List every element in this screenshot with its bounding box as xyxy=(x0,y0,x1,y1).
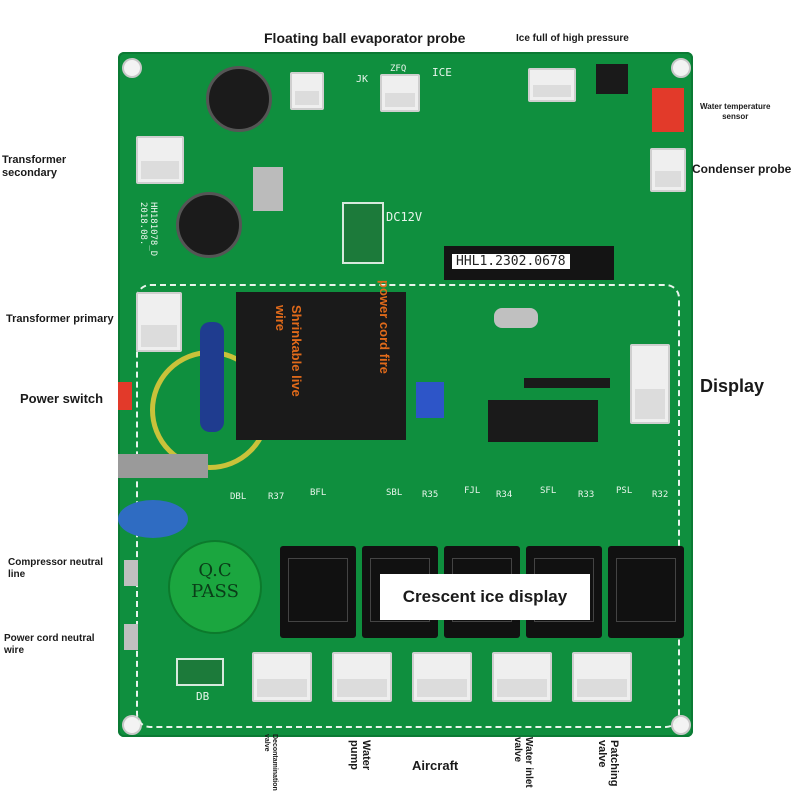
label-compressor-neutral: Compressor neutral line xyxy=(8,557,104,580)
connector-aircraft xyxy=(412,652,472,702)
silk-r34: R34 xyxy=(496,490,513,500)
mount-hole xyxy=(122,58,142,78)
connector-condenser xyxy=(650,148,686,192)
silk-jk: JK xyxy=(356,74,369,85)
microcontroller: HHL1.2302.0678 xyxy=(444,246,614,280)
relay-1 xyxy=(280,546,356,638)
silk-db: DB xyxy=(196,690,210,703)
fuse xyxy=(200,322,224,432)
silk-sbl: SBL xyxy=(386,488,403,498)
terminal-power-neutral xyxy=(124,624,138,650)
label-power-cord-neutral: Power cord neutral wire xyxy=(4,633,95,656)
connector-zfq xyxy=(380,74,420,112)
connector-decontamination-valve xyxy=(252,652,312,702)
label-water-temperature: Water temperature sensor xyxy=(700,102,771,121)
relay-5 xyxy=(608,546,684,638)
connector-transformer-secondary xyxy=(136,136,184,184)
label-crescent-ice-display: Crescent ice display xyxy=(380,574,590,620)
mount-hole xyxy=(671,58,691,78)
silk-zfq: ZFQ xyxy=(390,64,407,74)
label-water-inlet-valve: Water inlet valve xyxy=(512,737,534,788)
jumper-blue xyxy=(416,382,444,418)
label-shrinkable-live-wire: Shrinkable live wire xyxy=(273,305,304,397)
power-switch-connector xyxy=(118,382,132,410)
connector-display xyxy=(630,344,670,424)
capacitor xyxy=(176,192,242,258)
label-water-pump: Water pump xyxy=(348,740,372,771)
circuit-board: DC12V HHL1.2302.0678 Q.C PASS DBL R37 BF… xyxy=(118,52,693,737)
silk-dbl: DBL xyxy=(230,492,247,502)
wire-bracket xyxy=(118,454,208,478)
silk-bfl: BFL xyxy=(310,488,327,498)
main-relay xyxy=(236,292,406,440)
silk-fjl: FJL xyxy=(464,486,481,496)
silk-r32: R32 xyxy=(652,490,669,500)
silk-model: HH181078_D 2018.08. xyxy=(138,202,158,257)
qc-pass-sticker: Q.C PASS xyxy=(168,540,262,634)
silk-psl: PSL xyxy=(616,486,633,496)
voltage-regulator xyxy=(253,167,283,211)
qc-line-1: Q.C xyxy=(198,560,232,581)
connector-patching-valve xyxy=(572,652,632,702)
silk-r33: R33 xyxy=(578,490,595,500)
label-transformer-secondary: Transformer secondary xyxy=(2,154,67,179)
connector-water-temp xyxy=(652,88,684,132)
capacitor xyxy=(206,66,272,132)
connector-ice-full xyxy=(528,68,576,102)
label-transformer-primary: Transformer primary xyxy=(6,313,114,325)
silk-sfl: SFL xyxy=(540,486,557,496)
silk-r35: R35 xyxy=(422,490,439,500)
connector-probe xyxy=(290,72,324,110)
chip-label: HHL1.2302.0678 xyxy=(452,254,570,269)
label-ice-full: Ice full of high pressure xyxy=(516,33,629,44)
label-power-cord-fire: power cord fire xyxy=(377,280,392,374)
silk-r37: R37 xyxy=(268,492,285,502)
y-capacitor xyxy=(118,500,188,538)
label-display: Display xyxy=(700,376,765,396)
label-condenser-probe: Condenser probe xyxy=(692,162,792,176)
label-patching-valve: Patching valve xyxy=(596,740,620,787)
silk-ice: ICE xyxy=(432,66,452,79)
jumper-block xyxy=(596,64,628,94)
label-power-switch: Power switch xyxy=(20,391,104,406)
db-bridge xyxy=(176,658,224,686)
connector-water-inlet-valve xyxy=(492,652,552,702)
dc12v-terminal xyxy=(342,202,384,264)
label-floating-ball: Floating ball evaporator probe xyxy=(264,30,466,46)
qc-line-2: PASS xyxy=(191,581,239,602)
label-decontamination-valve: Decontamination valve xyxy=(263,734,278,791)
terminal-compressor-neutral xyxy=(124,560,138,586)
dc12v-label: DC12V xyxy=(386,210,423,224)
connector-transformer-primary xyxy=(136,292,182,352)
header-strip xyxy=(524,378,610,388)
crystal xyxy=(494,308,538,328)
label-aircraft: Aircraft xyxy=(412,758,459,773)
driver-ic xyxy=(488,400,598,442)
connector-water-pump xyxy=(332,652,392,702)
